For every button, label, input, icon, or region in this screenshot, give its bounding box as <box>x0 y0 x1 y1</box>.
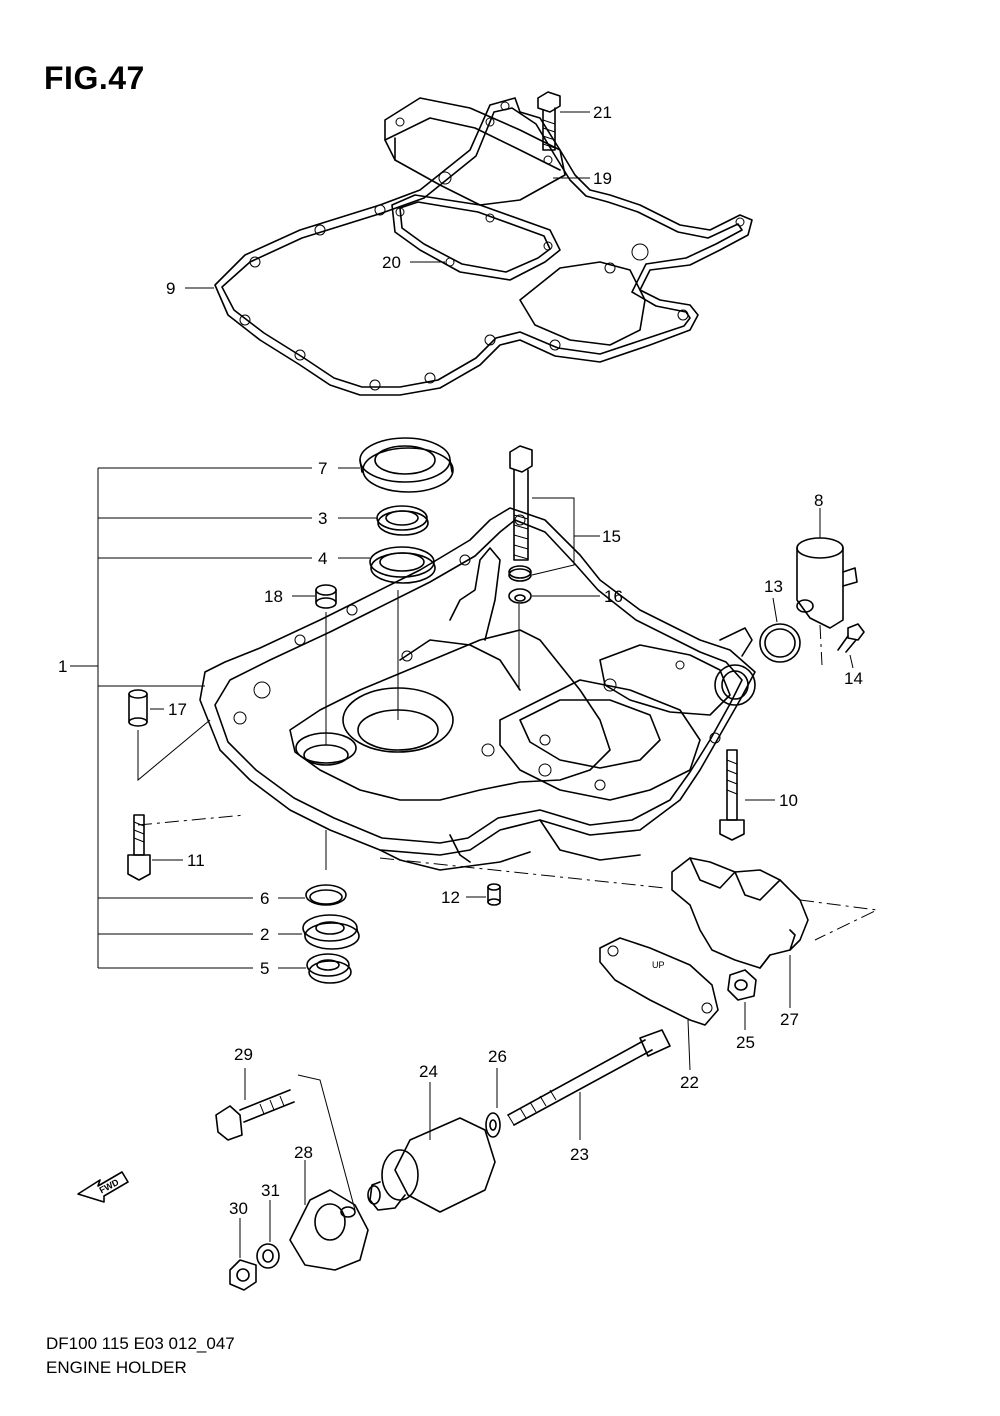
gasket-22[interactable]: UP <box>599 937 719 1026</box>
plug-18[interactable] <box>315 584 337 609</box>
part-label-23: 23 <box>570 1145 589 1164</box>
part-label-28: 28 <box>294 1143 313 1162</box>
part-label-10: 10 <box>779 791 798 810</box>
part-label-2: 2 <box>260 925 269 944</box>
part-label-13: 13 <box>764 577 783 596</box>
forward-arrow-icon: FWD <box>77 1171 129 1203</box>
part-label-20: 20 <box>382 253 401 272</box>
part-label-15: 15 <box>602 527 621 546</box>
part-label-27: 27 <box>780 1010 799 1029</box>
part-label-17: 17 <box>168 700 187 719</box>
part-label-3: 3 <box>318 509 327 528</box>
part-label-11: 11 <box>187 851 205 870</box>
cover-19[interactable] <box>384 97 566 206</box>
part-label-7: 7 <box>318 459 327 478</box>
rubber-mount-24[interactable] <box>367 1117 496 1213</box>
figure-title: FIG.47 <box>44 60 145 96</box>
washer-16[interactable] <box>508 588 532 604</box>
oil-seal-3[interactable] <box>376 505 429 536</box>
bolt-15[interactable] <box>509 445 533 561</box>
part-label-16: 16 <box>604 587 623 606</box>
part-label-22: 22 <box>680 1073 699 1092</box>
gasket-9[interactable] <box>214 97 753 396</box>
oil-seal-5[interactable] <box>306 953 352 984</box>
water-outlet-8[interactable] <box>796 537 858 629</box>
washer-31[interactable] <box>256 1243 280 1269</box>
bolt-29[interactable] <box>215 1089 295 1141</box>
nut-30[interactable] <box>229 1259 257 1291</box>
part-label-26: 26 <box>488 1047 507 1066</box>
gasket-20[interactable] <box>391 194 561 281</box>
nut-25[interactable] <box>727 969 757 1001</box>
part-label-25: 25 <box>736 1033 755 1052</box>
part-label-6: 6 <box>260 889 269 908</box>
washer-26[interactable] <box>485 1112 501 1138</box>
bolt-21[interactable] <box>537 91 561 151</box>
dowel-pin-17[interactable] <box>128 689 148 727</box>
engine-holder-body[interactable] <box>199 507 756 871</box>
part-label-29: 29 <box>234 1045 253 1064</box>
bolt-11[interactable] <box>127 814 151 881</box>
part-label-31: 31 <box>261 1181 280 1200</box>
part-label-19: 19 <box>593 169 612 188</box>
oil-seal-7[interactable] <box>359 437 454 493</box>
circlip-6[interactable] <box>305 884 347 906</box>
part-label-30: 30 <box>229 1199 248 1218</box>
o-ring-13[interactable] <box>759 623 801 663</box>
part-label-18: 18 <box>264 587 283 606</box>
part-label-14: 14 <box>844 669 863 688</box>
mount-plate-28[interactable] <box>289 1189 369 1271</box>
part-label-5: 5 <box>260 959 269 978</box>
bolt-14[interactable] <box>837 623 865 653</box>
part-label-24: 24 <box>419 1062 438 1081</box>
part-label-12: 12 <box>441 888 460 907</box>
diagram-name: ENGINE HOLDER <box>46 1358 187 1377</box>
gasket-up-marking: UP <box>652 960 665 970</box>
part-label-9: 9 <box>166 279 175 298</box>
stud-23[interactable] <box>507 1029 671 1126</box>
washer-15[interactable] <box>508 565 532 582</box>
mount-bracket-27[interactable] <box>671 857 809 969</box>
part-label-8: 8 <box>814 491 823 510</box>
diagram-code: DF100 115 E03 012_047 <box>46 1334 235 1353</box>
oil-seal-4[interactable] <box>369 546 436 584</box>
part-label-21: 21 <box>593 103 612 122</box>
part-label-4: 4 <box>318 549 327 568</box>
bolt-10[interactable] <box>719 749 745 841</box>
pin-12[interactable] <box>487 883 501 906</box>
bearing-2[interactable] <box>302 914 360 950</box>
part-label-1: 1 <box>58 657 67 676</box>
